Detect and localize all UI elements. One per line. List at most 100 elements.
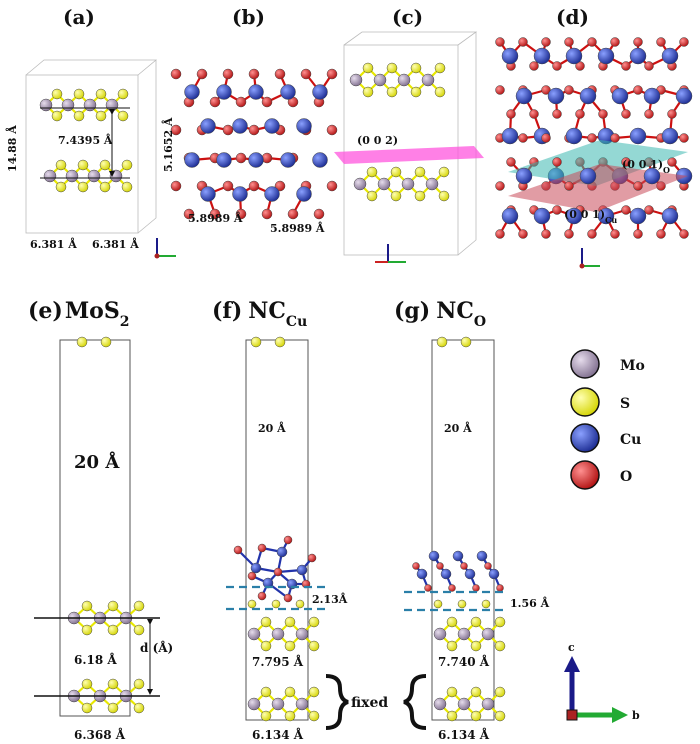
atom-s: [438, 166, 450, 178]
atom-s: [386, 86, 398, 98]
atom-s: [284, 710, 296, 722]
unit-cell-a-depth: [25, 59, 158, 234]
atom-o: [209, 96, 221, 108]
atom-mo: [373, 73, 387, 87]
atom-cu: [184, 84, 200, 100]
atom-cu: [501, 127, 519, 145]
atom-s: [51, 88, 63, 100]
atom-s: [81, 678, 93, 690]
atom-s: [433, 599, 443, 609]
unit-cell-a: [25, 74, 139, 234]
atom-cu: [428, 550, 440, 562]
atom-o: [287, 208, 299, 220]
mos2-layer-a-top: [39, 88, 129, 122]
atom-s: [260, 686, 272, 698]
atom-cu: [661, 127, 679, 145]
atom-o: [621, 109, 631, 119]
panel-b-label: (b): [232, 5, 265, 29]
atom-cu: [312, 84, 328, 100]
atom-cu: [533, 207, 551, 225]
interlayer-label-f: 7.795 Å: [252, 654, 304, 669]
mos2-layer-a-bottom: [43, 159, 133, 193]
atom-s: [133, 702, 145, 714]
atom-o: [621, 205, 631, 215]
atom-mo: [65, 169, 79, 183]
atom-s: [117, 110, 129, 122]
plane-label-d-o: (0 0 1)O: [622, 158, 670, 175]
spacing-label-a: 7.4395 Å: [58, 133, 113, 147]
atom-o: [610, 133, 620, 143]
panel-c: (0 0 2): [334, 31, 484, 263]
atom-o: [667, 109, 677, 119]
nc-cu-structure: [233, 336, 320, 722]
atom-s: [284, 616, 296, 628]
atom-o: [484, 562, 492, 570]
atom-o: [633, 229, 643, 239]
atom-s: [95, 110, 107, 122]
atom-s: [284, 686, 296, 698]
atom-cu: [232, 118, 248, 134]
atom-o: [541, 229, 551, 239]
atom-s: [117, 88, 129, 100]
atom-o: [552, 61, 562, 71]
atom-mo: [397, 73, 411, 87]
atom-mo: [271, 627, 285, 641]
atom-cu: [501, 207, 519, 225]
unit-cell-c-depth: [343, 31, 478, 256]
atom-o: [257, 543, 267, 553]
atom-s: [99, 159, 111, 171]
atom-mo: [87, 169, 101, 183]
atom-cu: [597, 47, 615, 65]
atom-o: [679, 37, 689, 47]
title-f: (f)NCCu: [212, 298, 307, 330]
atom-s: [362, 62, 374, 74]
atom-o: [679, 229, 689, 239]
atom-o: [257, 591, 267, 601]
atom-o: [222, 180, 234, 192]
atom-o: [575, 109, 585, 119]
panel-d-label: (d): [556, 5, 589, 29]
atom-cu: [661, 47, 679, 65]
atom-s: [107, 624, 119, 636]
atom-s: [470, 640, 482, 652]
atom-o: [598, 109, 608, 119]
atom-o: [506, 109, 516, 119]
atom-o: [274, 180, 286, 192]
atom-o: [633, 181, 643, 191]
atom-o: [436, 562, 444, 570]
atom-o: [283, 535, 293, 545]
atom-o: [248, 68, 260, 80]
atom-o: [621, 157, 631, 167]
atom-o: [274, 68, 286, 80]
atom-cu: [579, 167, 597, 185]
atom-cu: [248, 84, 264, 100]
atom-cu: [611, 87, 629, 105]
atom-o: [313, 208, 325, 220]
fixed-annotation: fixed: [325, 674, 427, 730]
atom-o: [170, 124, 182, 136]
atom-o: [564, 85, 574, 95]
atom-mo: [247, 697, 261, 711]
atom-s: [390, 190, 402, 202]
atom-mo: [295, 697, 309, 711]
atom-s: [95, 88, 107, 100]
atom-cu: [643, 167, 661, 185]
atom-s: [55, 181, 67, 193]
atom-o: [183, 208, 195, 220]
mos2-layer-c-bottom: [353, 166, 450, 202]
atom-cu: [276, 546, 288, 558]
atom-s: [470, 616, 482, 628]
atom-o: [610, 229, 620, 239]
plane-001-cu: [508, 164, 688, 212]
atom-o: [222, 124, 234, 136]
atom-s: [494, 710, 506, 722]
mos2-layer-c-top: [349, 62, 446, 98]
brace-right: [403, 674, 427, 730]
height-label-b: 5.1652 Å: [161, 117, 175, 172]
atom-o: [564, 37, 574, 47]
atom-o: [196, 68, 208, 80]
atom-o: [326, 124, 338, 136]
atom-s: [460, 336, 472, 348]
panel-e: 20 Å 6.18 Å d (Å) 6.368 Å: [34, 336, 173, 742]
